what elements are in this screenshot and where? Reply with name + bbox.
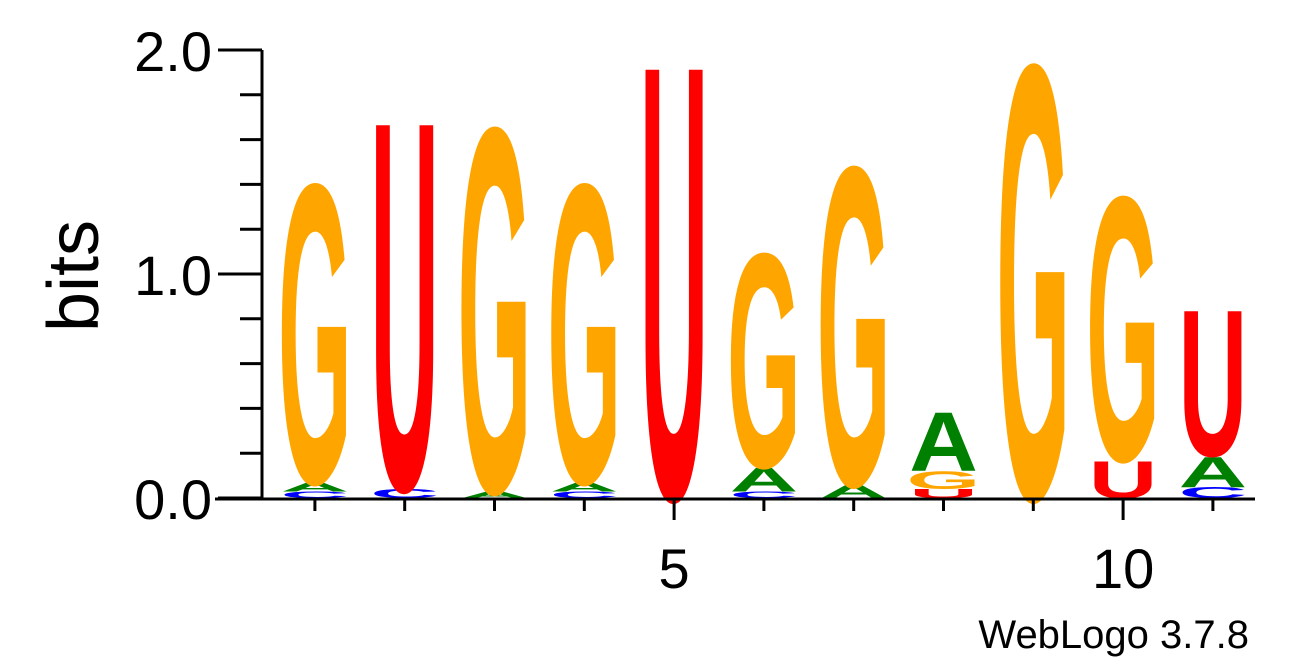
logo-letter-u-pos5: U — [640, 0, 709, 631]
axes: 0.0 1.0 2.0 5 10 — [134, 20, 1255, 600]
logo-letter-a-pos11: A — [1179, 447, 1248, 496]
logo-letter-u-pos11: U — [1179, 267, 1248, 500]
logo-letter-g-pos1: G — [278, 94, 352, 573]
logo-letter-g-pos4: G — [547, 94, 621, 573]
x-tick-label: 10 — [1092, 537, 1154, 600]
logo-letter-c-pos6: C — [730, 490, 799, 500]
x-tick-label: 5 — [659, 537, 690, 600]
y-tick-label: 1.0 — [134, 244, 212, 307]
logo-letter-a-pos6: A — [730, 460, 799, 499]
logo-letter-c-pos1: C — [281, 490, 350, 500]
weblogo-footer: WebLogo 3.7.8 — [978, 613, 1249, 657]
logo-letter-g-pos3: G — [458, 18, 532, 602]
logo-letter-c-pos11: C — [1179, 484, 1248, 501]
y-tick-label: 0.0 — [134, 468, 212, 531]
y-tick-label: 2.0 — [134, 20, 212, 83]
logo-letter-a-pos7: A — [819, 481, 888, 502]
logo-letter-a-pos1: A — [281, 480, 350, 494]
logo-letter-c-pos2: C — [370, 487, 439, 501]
logo-letter-g-pos6: G — [727, 191, 801, 533]
logo-letter-a-pos3: A — [460, 490, 529, 500]
logo-letter-g-pos7: G — [817, 71, 891, 582]
logo-letter-a-pos4: A — [550, 480, 619, 494]
logo-letter-c-pos4: C — [550, 490, 619, 500]
logo-letter-u-pos2: U — [370, 12, 439, 602]
logo-letter-g-pos9: G — [996, 0, 1070, 631]
logo-letter-a-pos8: A — [909, 396, 978, 490]
y-axis-label: bits — [34, 220, 114, 332]
logo-letter-g-pos8: G — [907, 466, 981, 494]
logo-letter-u-pos8: U — [909, 487, 978, 501]
logo-letter-g-pos10: G — [1086, 118, 1160, 540]
